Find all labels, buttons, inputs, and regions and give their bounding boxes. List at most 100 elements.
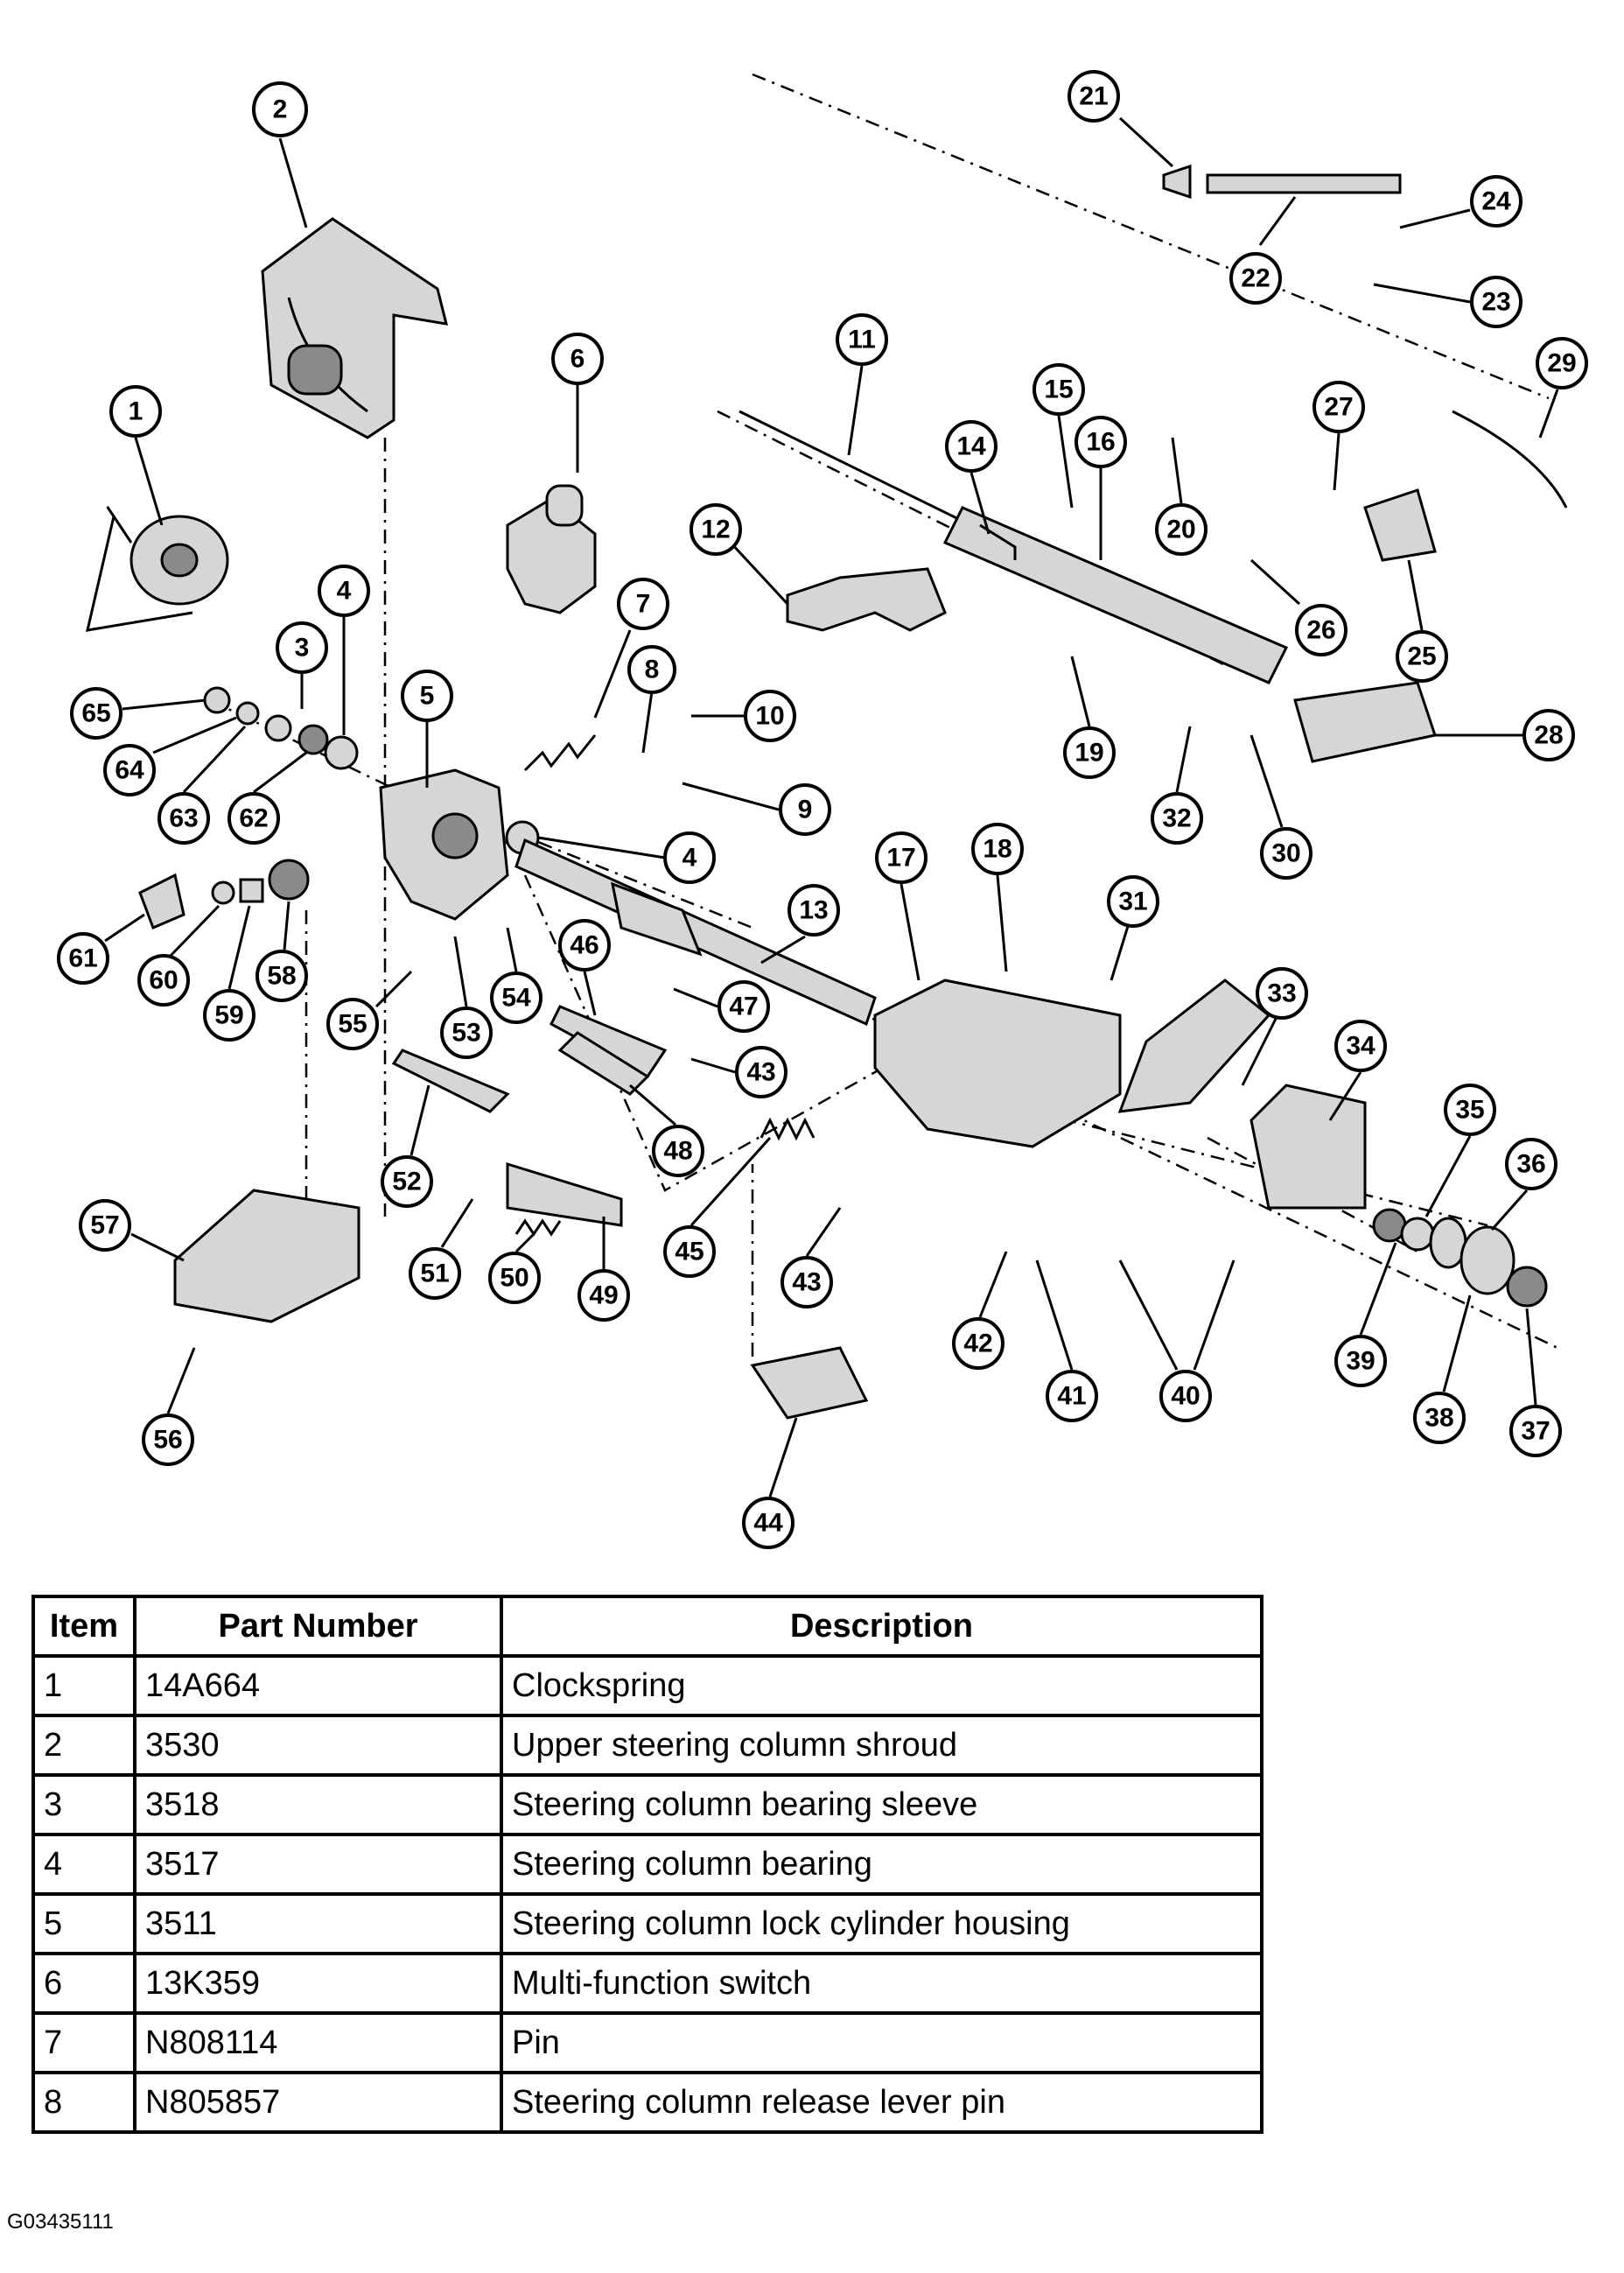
callout-2: 2 [252, 81, 308, 228]
svg-text:28: 28 [1534, 721, 1563, 750]
cell-item: 5 [32, 1892, 136, 1955]
callout-35: 35 [1424, 1084, 1496, 1217]
cell-item: 6 [32, 1952, 136, 2015]
svg-text:39: 39 [1346, 1347, 1375, 1376]
cell-description: Pin [500, 2011, 1264, 2074]
svg-text:20: 20 [1166, 516, 1195, 544]
svg-text:64: 64 [115, 756, 144, 785]
callout-21: 21 [1068, 70, 1174, 168]
svg-text:14: 14 [956, 432, 986, 461]
callout-65: 65 [70, 687, 206, 740]
svg-text:4: 4 [337, 577, 352, 606]
callout-37: 37 [1509, 1308, 1562, 1457]
callout-50: 50 [488, 1232, 541, 1304]
callout-61: 61 [57, 913, 145, 985]
callout-1: 1 [109, 385, 164, 526]
callout-23: 23 [1373, 276, 1522, 328]
svg-text:59: 59 [214, 1001, 243, 1030]
svg-text:11: 11 [848, 326, 876, 354]
svg-text:6: 6 [570, 345, 585, 374]
callout-29: 29 [1536, 337, 1588, 438]
callout-14: 14 [945, 420, 998, 535]
svg-text:46: 46 [570, 931, 598, 960]
callout-31: 31 [1107, 875, 1159, 981]
svg-text:5: 5 [420, 682, 435, 711]
callout-44: 44 [742, 1417, 798, 1549]
svg-text:41: 41 [1057, 1382, 1086, 1411]
svg-text:31: 31 [1118, 887, 1147, 916]
svg-text:9: 9 [798, 796, 813, 824]
callout-39: 39 [1334, 1242, 1397, 1387]
svg-text:30: 30 [1271, 839, 1300, 868]
callout-32: 32 [1151, 726, 1203, 845]
svg-text:57: 57 [90, 1211, 119, 1240]
callout-30: 30 [1250, 734, 1312, 880]
cell-part-number: 3517 [133, 1833, 503, 1896]
cell-item: 3 [32, 1773, 136, 1836]
svg-text:36: 36 [1516, 1150, 1545, 1179]
svg-text:49: 49 [589, 1281, 618, 1310]
callout-42: 42 [952, 1251, 1008, 1370]
svg-text:63: 63 [169, 804, 198, 833]
cell-item: 7 [32, 2011, 136, 2074]
svg-text:12: 12 [701, 516, 730, 544]
callouts: 1 2 3 4 4 5 6 7 8 9 10 11 12 13 14 15 16… [57, 70, 1588, 1549]
callout-27: 27 [1312, 381, 1365, 491]
figure-id: G03435111 [7, 2210, 114, 2234]
svg-text:38: 38 [1424, 1404, 1453, 1433]
header-part-number: Part Number [133, 1595, 503, 1658]
cell-description: Upper steering column shroud [500, 1714, 1264, 1777]
svg-text:60: 60 [149, 966, 178, 995]
callout-54: 54 [490, 927, 542, 1024]
svg-text:43: 43 [746, 1058, 775, 1087]
svg-text:56: 56 [153, 1426, 182, 1455]
callout-25: 25 [1396, 559, 1448, 683]
cell-description: Steering column bearing [500, 1833, 1264, 1896]
header-item: Item [32, 1595, 136, 1658]
cell-part-number: N808114 [133, 2011, 503, 2074]
svg-text:43: 43 [792, 1268, 821, 1297]
cell-part-number: 3518 [133, 1773, 503, 1836]
callout-4b: 4 [537, 831, 716, 884]
svg-text:32: 32 [1162, 804, 1191, 833]
svg-text:7: 7 [636, 590, 651, 619]
callout-48: 48 [629, 1084, 704, 1177]
callout-6: 6 [551, 333, 604, 473]
callout-33: 33 [1241, 967, 1308, 1086]
cell-description: Steering column release lever pin [500, 2071, 1264, 2134]
svg-text:13: 13 [799, 896, 828, 925]
cell-description: Multi-function switch [500, 1952, 1264, 2015]
cell-part-number: 13K359 [133, 1952, 503, 2015]
callout-43b: 43 [780, 1207, 842, 1308]
callout-41: 41 [1035, 1259, 1098, 1422]
svg-text:40: 40 [1171, 1382, 1200, 1411]
svg-text:15: 15 [1044, 375, 1073, 404]
callout-60: 60 [137, 904, 220, 1007]
callout-63: 63 [158, 725, 247, 845]
callout-43a: 43 [690, 1046, 788, 1098]
svg-text:25: 25 [1407, 642, 1436, 671]
callout-59: 59 [203, 905, 256, 1042]
svg-text:44: 44 [753, 1509, 783, 1538]
svg-text:37: 37 [1521, 1417, 1550, 1446]
svg-text:3: 3 [295, 634, 310, 663]
callout-38: 38 [1413, 1294, 1472, 1444]
callout-22: 22 [1229, 196, 1297, 305]
callout-58: 58 [256, 901, 308, 1002]
svg-text:47: 47 [729, 993, 758, 1021]
svg-text:45: 45 [675, 1238, 704, 1266]
callout-20: 20 [1155, 437, 1208, 556]
svg-text:23: 23 [1481, 288, 1510, 317]
callout-49: 49 [578, 1217, 630, 1322]
svg-text:62: 62 [239, 804, 268, 833]
svg-text:8: 8 [645, 656, 660, 684]
callout-5: 5 [401, 670, 453, 788]
callout-56: 56 [142, 1347, 196, 1466]
cell-part-number: N805857 [133, 2071, 503, 2134]
svg-text:2: 2 [273, 95, 288, 124]
callout-47: 47 [673, 980, 770, 1033]
